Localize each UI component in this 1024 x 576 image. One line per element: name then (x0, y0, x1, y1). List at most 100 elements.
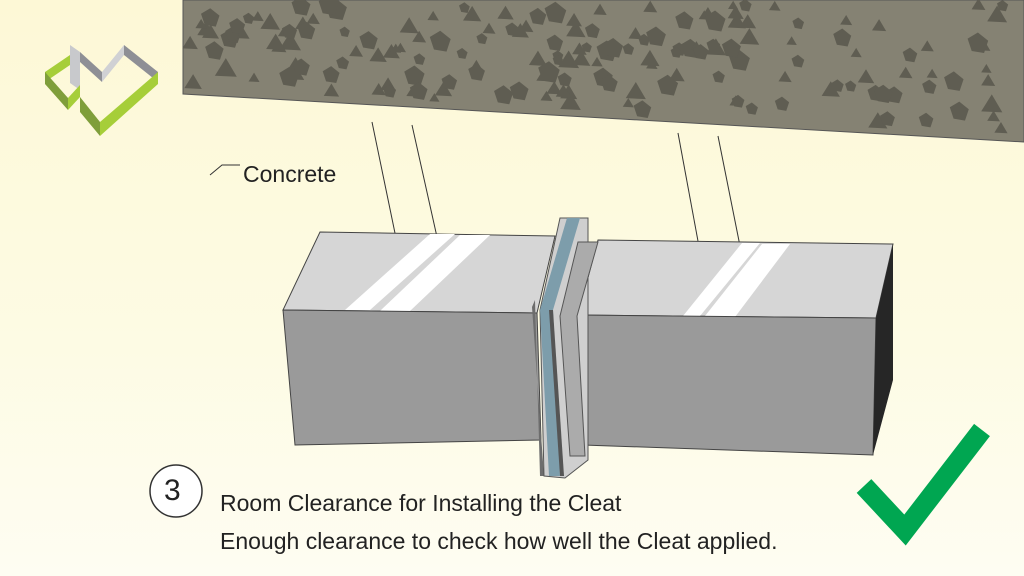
aggregate-stone (463, 5, 482, 22)
aggregate-stone (739, 0, 752, 12)
aggregate-stone (657, 74, 679, 96)
aggregate-stone (572, 42, 587, 55)
aggregate-stone (279, 32, 301, 51)
concrete-label: Concrete (243, 161, 337, 187)
aggregate-stone (593, 3, 607, 16)
aggregate-stone (236, 27, 250, 39)
aggregate-stone (981, 74, 996, 87)
aggregate-stone (371, 83, 386, 96)
left-duct (282, 231, 556, 446)
aggregate-stone (560, 92, 581, 111)
aggregate-stone (721, 38, 741, 58)
aggregate-stone (949, 101, 969, 121)
aggregate-stone (429, 30, 451, 52)
aggregate-stone (441, 74, 458, 90)
aggregate-stone (349, 45, 363, 57)
aggregate-stone (981, 94, 1003, 113)
aggregate-stone (922, 79, 937, 94)
aggregate-stone (229, 18, 246, 35)
aggregate-stone (482, 22, 496, 34)
aggregate-stone (429, 93, 440, 102)
checkmark-icon (856, 423, 990, 546)
aggregate-stone (668, 67, 685, 82)
aggregate-stone (728, 0, 739, 10)
aggregate-stone (857, 69, 875, 84)
aggregate-stone (336, 56, 350, 70)
aggregate-stone (584, 23, 600, 39)
aggregate-stone (898, 66, 913, 79)
aggregate-stone (459, 2, 470, 13)
aggregate-stone (778, 70, 792, 83)
aggregate-stone (581, 42, 592, 53)
aggregate-stone (494, 85, 514, 105)
aggregate-stone (248, 72, 260, 83)
aggregate-stone (646, 26, 666, 47)
aggregate-stone (745, 102, 758, 115)
step-number: 3 (164, 474, 181, 507)
aggregate-stone (994, 122, 1008, 134)
aggregate-stone (692, 44, 709, 60)
isometric-logo-icon (45, 45, 158, 136)
aggregate-stone (622, 43, 635, 55)
aggregate-stone (712, 70, 725, 83)
aggregate-stone (202, 24, 220, 39)
aggregate-stone (918, 112, 934, 128)
aggregate-stone (704, 10, 726, 32)
aggregate-stone (427, 10, 439, 21)
aggregate-stone (251, 11, 264, 22)
aggregate-stone (872, 19, 887, 32)
aggregate-stone (600, 74, 618, 92)
aggregate-stone (729, 95, 743, 107)
aggregate-stone (546, 81, 562, 95)
aggregate-stone (390, 43, 402, 53)
aggregate-stone (511, 23, 529, 38)
aggregate-stone (967, 32, 989, 54)
aggregate-stone (845, 80, 857, 92)
aggregate-stone (434, 81, 453, 97)
aggregate-stone (242, 12, 255, 24)
aggregate-stone (902, 47, 918, 63)
aggregate-stone (339, 26, 350, 38)
step-title: Room Clearance for Installing the Cleat (220, 490, 622, 516)
aggregate-stone (281, 23, 298, 40)
aggregate-stone (643, 0, 658, 13)
aggregate-stone (291, 0, 311, 16)
aggregate-stone (322, 66, 340, 84)
aggregate-stone (640, 49, 660, 67)
aggregate-stone (833, 28, 852, 47)
aggregate-stone (292, 58, 310, 76)
aggregate-stone (540, 90, 553, 102)
aggregate-stone (509, 81, 529, 101)
aggregate-stone (840, 14, 853, 26)
aggregate-stone (926, 68, 938, 79)
aggregate-stone (821, 81, 840, 97)
aggregate-stone (625, 82, 646, 100)
aggregate-stone (205, 41, 224, 60)
aggregate-stone (399, 17, 419, 34)
aggregate-stone (997, 0, 1009, 12)
aggregate-stone (413, 53, 426, 65)
aggregate-stone (791, 54, 805, 68)
aggregate-stone (920, 40, 934, 52)
aggregate-stone (529, 7, 547, 25)
aggregate-stone (874, 84, 893, 104)
aggregate-stone (184, 74, 202, 89)
aggregate-stone (266, 33, 286, 50)
right-duct (577, 239, 894, 456)
aggregate-stone (971, 0, 986, 11)
aggregate-stone (369, 47, 387, 63)
step-circle (149, 464, 203, 518)
aggregate-stone (544, 1, 567, 24)
aggregate-stone (850, 47, 862, 58)
aggregate-stone (557, 72, 572, 87)
aggregate-stone (412, 30, 427, 43)
step-description: Enough clearance to check how well the C… (220, 528, 778, 554)
aggregate-stone (555, 84, 572, 98)
aggregate-stone (546, 34, 564, 52)
aggregate-stone (628, 27, 643, 40)
aggregate-stone (727, 12, 746, 29)
aggregate-stone (868, 112, 888, 129)
aggregate-stone (497, 5, 514, 20)
aggregate-stone (566, 12, 582, 27)
